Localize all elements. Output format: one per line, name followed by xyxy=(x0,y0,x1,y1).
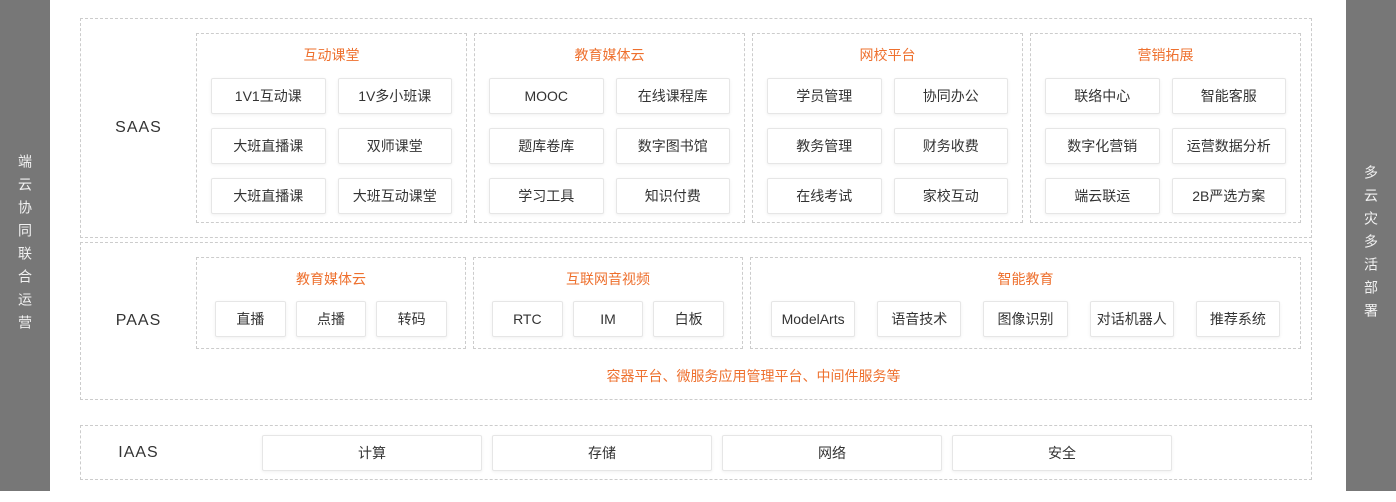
group-title: 网校平台 xyxy=(859,47,916,63)
chip-grid: 学员管理 协同办公 教务管理 财务收费 在线考试 家校互动 xyxy=(753,78,1022,214)
paas-group-internet-audio-video: 互联网音视频 RTC IM 白板 xyxy=(473,257,743,349)
module-chip: 1V多小班课 xyxy=(337,78,452,114)
module-chip: 直播 xyxy=(215,301,286,337)
paas-group-intelligent-education: 智能教育 ModelArts 语音技术 图像识别 对话机器人 推荐系统 xyxy=(750,257,1301,349)
module-chip: 转码 xyxy=(376,301,448,337)
module-chip: 1V1互动课 xyxy=(211,78,326,114)
module-chip: 大班直播课 xyxy=(211,128,326,164)
module-chip: 运营数据分析 xyxy=(1171,128,1286,164)
paas-layer-label: PAAS xyxy=(115,312,162,329)
module-chip: 协同办公 xyxy=(893,78,1008,114)
chip-grid: 联络中心 智能客服 数字化营销 运营数据分析 端云联运 2B严选方案 xyxy=(1031,78,1300,214)
iaas-layer-label: IAAS xyxy=(118,443,159,461)
module-chip: 图像识别 xyxy=(983,301,1068,337)
module-chip: 在线考试 xyxy=(767,178,882,214)
saas-group-interactive-classroom: 互动课堂 1V1互动课 1V多小班课 大班直播课 双师课堂 大班直播课 大班互动… xyxy=(196,33,467,223)
module-chip: ModelArts xyxy=(771,301,856,337)
chip-row: RTC IM 白板 xyxy=(474,301,742,337)
module-chip: 端云联运 xyxy=(1045,178,1160,214)
iaas-items: 计算 存储 网络 安全 xyxy=(196,426,1311,479)
group-title: 教育媒体云 xyxy=(574,47,645,63)
saas-layer: SAAS 互动课堂 1V1互动课 1V多小班课 大班直播课 双师课堂 大班直播课… xyxy=(80,18,1312,238)
chip-grid: 1V1互动课 1V多小班课 大班直播课 双师课堂 大班直播课 大班互动课堂 xyxy=(197,78,466,214)
right-rail-label: 多云灾多活部署 xyxy=(1363,165,1379,326)
chip-row: 直播 点播 转码 xyxy=(197,301,465,337)
left-rail-label: 端云协同联合运营 xyxy=(17,153,33,338)
module-chip: 网络 xyxy=(722,434,942,471)
right-rail: 多云灾多活部署 xyxy=(1346,0,1396,491)
module-chip: IM xyxy=(572,301,644,337)
module-chip: 学员管理 xyxy=(767,78,882,114)
module-chip: 联络中心 xyxy=(1045,78,1160,114)
module-chip: 点播 xyxy=(295,301,367,337)
module-chip: 计算 xyxy=(262,434,482,471)
paas-body: 教育媒体云 直播 点播 转码 互联网音视频 RTC IM 白板 智能教育 Mo xyxy=(196,243,1311,399)
module-chip: 财务收费 xyxy=(893,128,1008,164)
paas-note: 容器平台、微服务应用管理平台、中间件服务等 xyxy=(606,368,901,384)
module-chip: 存储 xyxy=(492,434,712,471)
module-chip: 数字化营销 xyxy=(1045,128,1160,164)
group-title: 互联网音视频 xyxy=(566,271,650,287)
group-title: 智能教育 xyxy=(997,271,1054,287)
paas-group-education-media-cloud: 教育媒体云 直播 点播 转码 xyxy=(196,257,466,349)
module-chip: 安全 xyxy=(952,434,1172,471)
module-chip: 对话机器人 xyxy=(1089,301,1174,337)
paas-groups: 教育媒体云 直播 点播 转码 互联网音视频 RTC IM 白板 智能教育 Mo xyxy=(196,243,1311,349)
saas-layer-label: SAAS xyxy=(115,119,162,136)
module-chip: 推荐系统 xyxy=(1195,301,1281,337)
module-chip: 语音技术 xyxy=(877,301,962,337)
module-chip: 2B严选方案 xyxy=(1171,178,1286,214)
saas-group-marketing-expansion: 营销拓展 联络中心 智能客服 数字化营销 运营数据分析 端云联运 2B严选方案 xyxy=(1030,33,1301,223)
module-chip: 题库卷库 xyxy=(489,128,604,164)
module-chip: 数字图书馆 xyxy=(615,128,730,164)
chip-grid: MOOC 在线课程库 题库卷库 数字图书馆 学习工具 知识付费 xyxy=(475,78,744,214)
module-chip: 学习工具 xyxy=(489,178,604,214)
group-title: 互动课堂 xyxy=(303,47,360,63)
group-title: 营销拓展 xyxy=(1137,47,1194,63)
module-chip: 大班互动课堂 xyxy=(337,178,452,214)
module-chip: MOOC xyxy=(489,78,604,114)
saas-groups: 互动课堂 1V1互动课 1V多小班课 大班直播课 双师课堂 大班直播课 大班互动… xyxy=(196,19,1311,237)
module-chip: 智能客服 xyxy=(1171,78,1286,114)
module-chip: 知识付费 xyxy=(615,178,730,214)
module-chip: 教务管理 xyxy=(767,128,882,164)
paas-layer: PAAS 教育媒体云 直播 点播 转码 互联网音视频 RTC IM 白板 xyxy=(80,242,1312,400)
module-chip: 在线课程库 xyxy=(615,78,730,114)
module-chip: RTC xyxy=(492,301,563,337)
iaas-layer: IAAS 计算 存储 网络 安全 xyxy=(80,425,1312,480)
module-chip: 白板 xyxy=(653,301,725,337)
module-chip: 大班直播课 xyxy=(211,178,326,214)
module-chip: 双师课堂 xyxy=(337,128,452,164)
chip-row: ModelArts 语音技术 图像识别 对话机器人 推荐系统 xyxy=(751,301,1300,337)
module-chip: 家校互动 xyxy=(893,178,1008,214)
saas-group-online-school-platform: 网校平台 学员管理 协同办公 教务管理 财务收费 在线考试 家校互动 xyxy=(752,33,1023,223)
left-rail: 端云协同联合运营 xyxy=(0,0,50,491)
saas-group-education-media-cloud: 教育媒体云 MOOC 在线课程库 题库卷库 数字图书馆 学习工具 知识付费 xyxy=(474,33,745,223)
group-title: 教育媒体云 xyxy=(296,271,366,287)
